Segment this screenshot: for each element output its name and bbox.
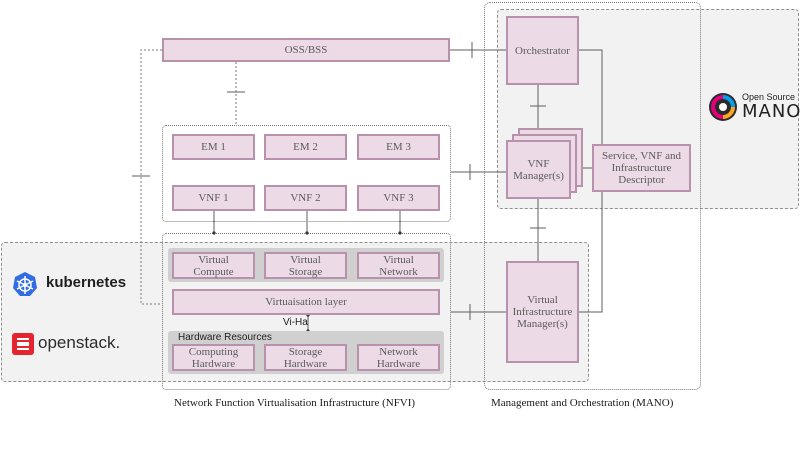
- oss-bss-box[interactable]: OSS/BSS: [162, 38, 450, 62]
- virtual-network-box[interactable]: Virtual Network: [357, 252, 440, 279]
- osm-big-text: MANO: [742, 101, 800, 122]
- vim-box[interactable]: Virtual Infrastructure Manager(s): [506, 261, 579, 363]
- mano-caption: Management and Orchestration (MANO): [491, 397, 674, 409]
- kubernetes-wheel-icon: [13, 272, 37, 296]
- em-2-box[interactable]: EM 2: [264, 134, 347, 160]
- network-hardware-box[interactable]: Network Hardware: [357, 344, 440, 371]
- open-source-mano-logo: Open Source MANO: [708, 90, 800, 124]
- vi-ha-label: Vi-Ha: [283, 317, 308, 328]
- virtual-storage-box[interactable]: Virtual Storage: [264, 252, 347, 279]
- em-3-box[interactable]: EM 3: [357, 134, 440, 160]
- osm-icon: [709, 93, 737, 121]
- em-1-box[interactable]: EM 1: [172, 134, 255, 160]
- osm-small-text: Open Source: [742, 92, 796, 102]
- vnf-1-box[interactable]: VNF 1: [172, 185, 255, 211]
- descriptor-box[interactable]: Service, VNF and Infrastructure Descript…: [592, 144, 691, 192]
- mano-group: [484, 2, 701, 390]
- virtual-compute-box[interactable]: Virtual Compute: [172, 252, 255, 279]
- storage-hardware-box[interactable]: Storage Hardware: [264, 344, 347, 371]
- virtualisation-layer-box[interactable]: Virtuaisation layer: [172, 289, 440, 315]
- kubernetes-text: kubernetes: [46, 274, 127, 291]
- kubernetes-logo: kubernetes: [12, 270, 132, 298]
- nfvi-caption: Network Function Virtualisation Infrastr…: [174, 397, 416, 409]
- computing-hardware-box[interactable]: Computing Hardware: [172, 344, 255, 371]
- hardware-resources-label: Hardware Resources: [178, 332, 272, 343]
- vnf-2-box[interactable]: VNF 2: [264, 185, 347, 211]
- openstack-icon: [12, 333, 34, 355]
- orchestrator-box[interactable]: Orchestrator: [506, 16, 579, 85]
- openstack-text: openstack.: [38, 333, 121, 352]
- openstack-logo: openstack.: [12, 330, 132, 358]
- vnf-3-box[interactable]: VNF 3: [357, 185, 440, 211]
- vnf-manager-box[interactable]: VNF Manager(s): [506, 140, 571, 199]
